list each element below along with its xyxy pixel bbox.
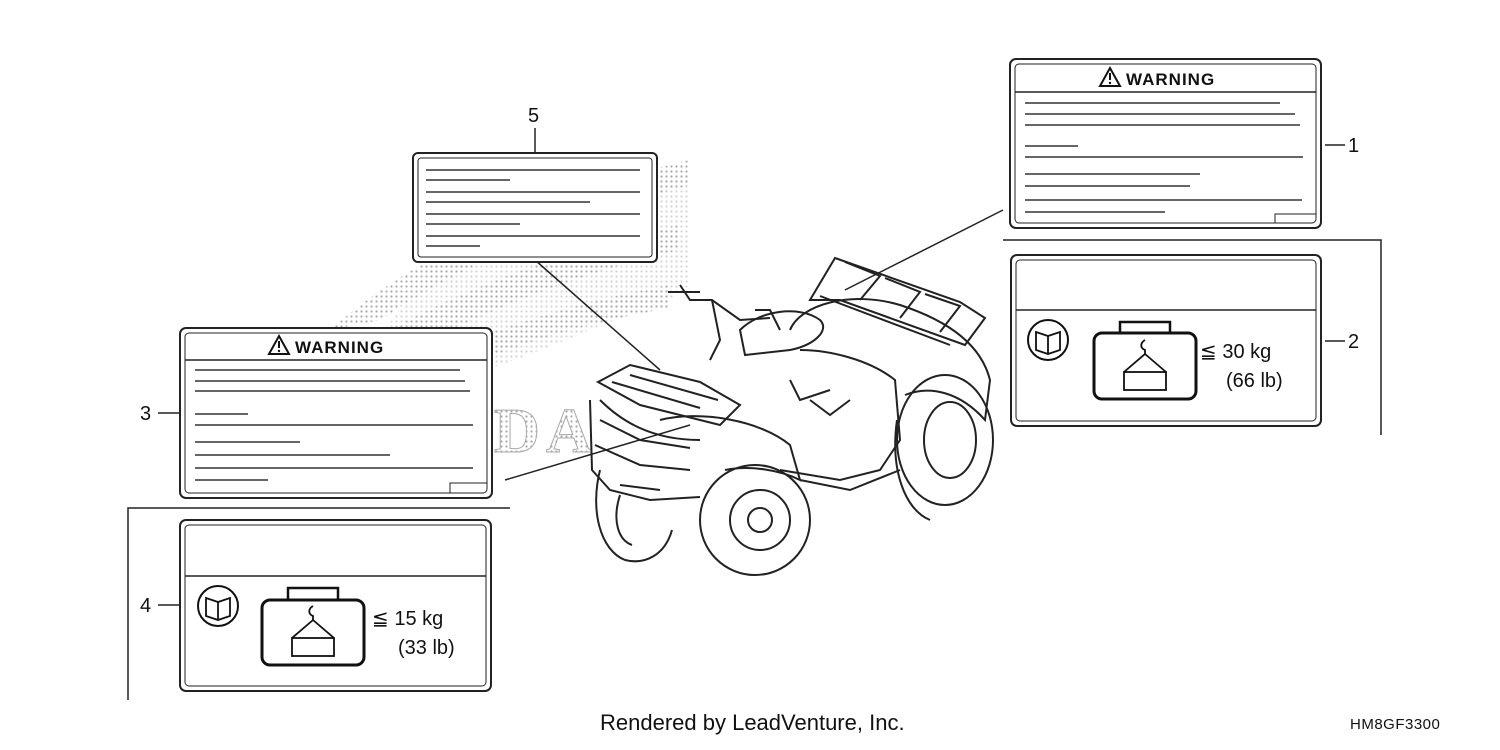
manual-book-icon bbox=[197, 585, 239, 627]
label-3-warning-label[interactable]: WARNING bbox=[179, 327, 493, 499]
callout-5: 5 bbox=[528, 105, 539, 127]
label-1-warning-header: WARNING bbox=[1126, 70, 1215, 89]
label-4-weight-limit-imperial: (33 lb) bbox=[398, 637, 455, 659]
manual-book-icon bbox=[1027, 319, 1069, 361]
warning-triangle-icon bbox=[1098, 65, 1122, 87]
cargo-weight-icon bbox=[260, 586, 366, 667]
label-2-weight-limit: ≦ 30 kg bbox=[1200, 341, 1271, 363]
label-5-text-label[interactable] bbox=[412, 152, 658, 263]
callout-2: 2 bbox=[1348, 331, 1359, 353]
group-brackets bbox=[127, 239, 1382, 700]
callout-3: 3 bbox=[140, 403, 151, 425]
footer-credit: Rendered by LeadVenture, Inc. bbox=[600, 710, 905, 735]
label-3-warning-header: WARNING bbox=[295, 338, 384, 357]
label-4-load-limit-label[interactable]: ≦ 15 kg (33 lb) bbox=[179, 519, 492, 692]
warning-triangle-icon bbox=[267, 333, 291, 355]
label-2-weight-limit-imperial: (66 lb) bbox=[1226, 370, 1283, 392]
callout-4: 4 bbox=[140, 595, 151, 617]
label-2-load-limit-label[interactable]: ≦ 30 kg (66 lb) bbox=[1010, 254, 1322, 427]
cargo-weight-icon bbox=[1092, 320, 1198, 401]
label-4-weight-limit: ≦ 15 kg bbox=[372, 608, 443, 630]
callout-1: 1 bbox=[1348, 135, 1359, 157]
atv-illustration bbox=[589, 256, 994, 576]
diagram-code: HM8GF3300 bbox=[1350, 716, 1441, 733]
leader-lines bbox=[158, 128, 1345, 606]
label-1-warning-label[interactable]: WARNING bbox=[1009, 58, 1322, 229]
